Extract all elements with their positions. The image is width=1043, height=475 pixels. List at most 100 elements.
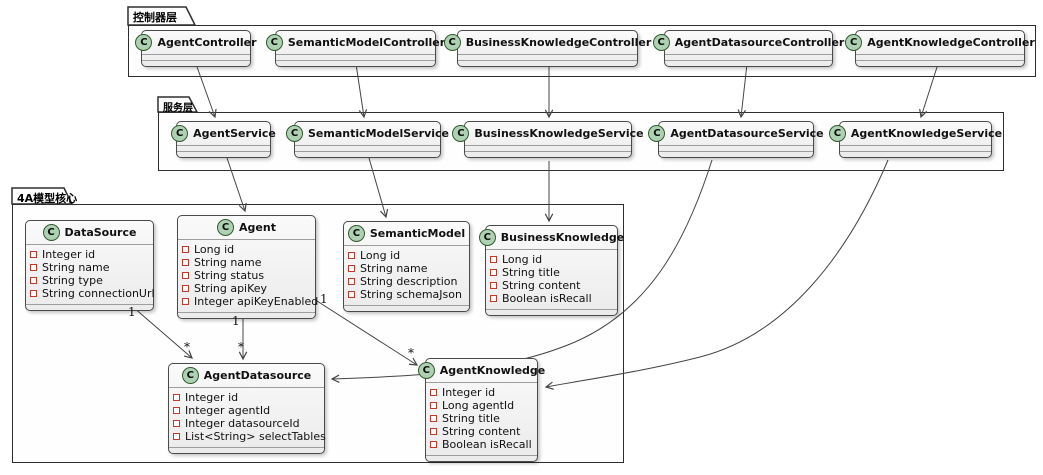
private-field-icon: [348, 291, 355, 298]
methods-compartment: [295, 151, 440, 157]
private-field-icon: [430, 441, 437, 448]
field-text: String content: [502, 279, 581, 292]
field-row: String name: [348, 262, 465, 275]
package-label-controller-layer: 控制器层: [133, 11, 177, 24]
class-icon: C: [171, 125, 189, 142]
class-agent-knowledge: C AgentKnowledge Integer id Long agentId…: [417, 358, 545, 462]
field-text: List<String> selectTables: [185, 430, 326, 443]
class-name: AgentDatasourceController: [674, 36, 845, 49]
class-title: C AgentController: [135, 31, 257, 54]
class-agent-datasource-controller: C AgentDatasourceController: [652, 30, 844, 67]
package-label-service-layer: 服务层: [163, 103, 193, 114]
class-title: C SemanticModel: [344, 222, 469, 245]
fields-compartment: Integer id String name String type Strin…: [26, 244, 155, 304]
class-title: C AgentKnowledge: [417, 359, 545, 382]
field-row: String name: [182, 256, 311, 269]
class-agent-service: C AgentService: [171, 121, 276, 158]
private-field-icon: [30, 251, 37, 258]
class-title: C SemanticModelService: [286, 122, 449, 145]
package-label-core-layer: 4A模型核心: [17, 192, 78, 205]
class-name: SemanticModelService: [308, 127, 449, 140]
field-row: String type: [30, 274, 149, 287]
class-semantic-model: C SemanticModel Long id String name Stri…: [343, 221, 470, 312]
class-name: Agent: [239, 221, 276, 234]
class-title: C AgentKnowledgeService: [828, 122, 1002, 145]
multiplicity-label: 1: [320, 292, 328, 306]
class-title: C AgentDatasourceService: [648, 122, 824, 145]
methods-compartment: [177, 151, 270, 157]
field-text: String title: [502, 266, 560, 279]
class-agent-datasource: C AgentDatasource Integer id Integer age…: [168, 363, 326, 454]
multiplicity-label: 1: [128, 305, 136, 319]
field-text: String apiKey: [194, 282, 268, 295]
private-field-icon: [430, 389, 437, 396]
multiplicity-label: *: [238, 340, 244, 354]
class-title: C BusinessKnowledgeService: [452, 122, 644, 145]
class-title: C DataSource: [26, 221, 153, 244]
private-field-icon: [182, 272, 189, 279]
methods-compartment: [486, 309, 617, 315]
class-name: SemanticModel: [369, 227, 466, 240]
field-text: Boolean isRecall: [442, 438, 532, 451]
field-row: String name: [30, 261, 149, 274]
private-field-icon: [490, 269, 497, 276]
private-field-icon: [430, 428, 437, 435]
class-icon: C: [135, 34, 153, 51]
class-icon: C: [452, 125, 470, 142]
field-row: Long agentId: [430, 399, 533, 412]
field-row: String title: [490, 266, 613, 279]
multiplicity-label: 1: [232, 314, 240, 328]
field-row: String content: [490, 279, 613, 292]
class-icon: C: [828, 125, 846, 142]
private-field-icon: [490, 295, 497, 302]
fields-compartment: [840, 145, 991, 151]
class-name: AgentService: [193, 127, 276, 140]
field-text: Integer agentId: [185, 404, 271, 417]
private-field-icon: [30, 277, 37, 284]
class-icon: C: [181, 367, 199, 384]
field-row: Integer id: [30, 248, 149, 261]
class-business-knowledge-controller: C BusinessKnowledgeController: [443, 30, 651, 67]
fields-compartment: [465, 145, 631, 151]
private-field-icon: [182, 298, 189, 305]
class-name: AgentKnowledgeController: [867, 36, 1035, 49]
class-title: C AgentDatasourceController: [652, 31, 844, 54]
field-text: Long id: [194, 243, 235, 256]
field-text: Long id: [502, 253, 543, 266]
class-icon: C: [845, 34, 863, 51]
fields-compartment: [177, 145, 270, 151]
field-text: Integer id: [442, 386, 496, 399]
field-row: Long id: [348, 249, 465, 262]
private-field-icon: [173, 394, 180, 401]
class-title: C AgentService: [171, 122, 276, 145]
field-row: String connectionUrl: [30, 287, 155, 300]
private-field-icon: [182, 246, 189, 253]
field-row: Integer agentId: [173, 404, 320, 417]
class-agent-knowledge-service: C AgentKnowledgeService: [828, 121, 1002, 158]
private-field-icon: [348, 252, 355, 259]
private-field-icon: [182, 285, 189, 292]
fields-compartment: [276, 54, 435, 60]
field-row: String status: [182, 269, 311, 282]
field-row: String content: [430, 425, 533, 438]
methods-compartment: [458, 60, 637, 66]
methods-compartment: [856, 60, 1024, 66]
class-title: C BusinessKnowledge: [478, 226, 624, 249]
field-text: Boolean isRecall: [502, 292, 592, 305]
class-title: C AgentDatasource: [169, 364, 324, 387]
field-row: Integer id: [430, 386, 533, 399]
class-icon: C: [42, 224, 60, 241]
field-text: Integer datasourceId: [185, 417, 300, 430]
methods-compartment: [659, 151, 813, 157]
field-text: String status: [194, 269, 265, 282]
field-row: Boolean isRecall: [430, 438, 533, 451]
methods-compartment: [344, 305, 469, 311]
field-text: String content: [442, 425, 521, 438]
field-row: Long id: [182, 243, 311, 256]
private-field-icon: [430, 415, 437, 422]
class-name: BusinessKnowledgeService: [474, 127, 644, 140]
private-field-icon: [173, 407, 180, 414]
class-agent-knowledge-controller: C AgentKnowledgeController: [845, 30, 1035, 67]
class-name: AgentKnowledge: [439, 364, 546, 377]
field-text: Integer apiKeyEnabled: [194, 295, 319, 308]
